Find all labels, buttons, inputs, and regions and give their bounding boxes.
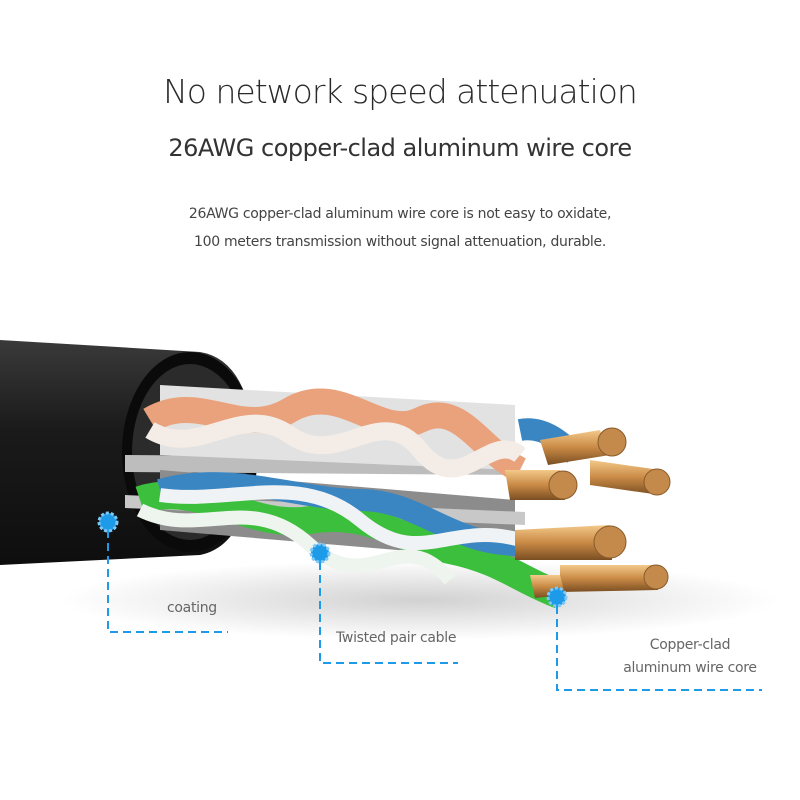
orange-twisted-pair	[143, 388, 527, 482]
page-title: No network speed attenuation	[163, 72, 638, 111]
core-label-line-1: Copper-clad	[649, 637, 731, 653]
blue-twisted-pair	[156, 472, 522, 556]
twisted-pair-label: Twisted pair cable	[336, 630, 457, 646]
description-line-1: 26AWG copper-clad aluminum wire core is …	[188, 206, 612, 222]
twisted-pair-marker-dot	[309, 542, 331, 564]
twisted-pair-leader-line	[319, 562, 458, 664]
coating-leader-line	[107, 530, 228, 633]
coating-label: coating	[167, 600, 217, 616]
core-marker-dot	[546, 586, 568, 608]
core-label-line-2: aluminum wire core	[623, 660, 757, 676]
core-leader-line	[556, 606, 762, 691]
coating-marker-dot	[97, 511, 119, 533]
page-subtitle: 26AWG copper-clad aluminum wire core	[168, 134, 632, 162]
description-line-2: 100 meters transmission without signal a…	[193, 234, 606, 250]
